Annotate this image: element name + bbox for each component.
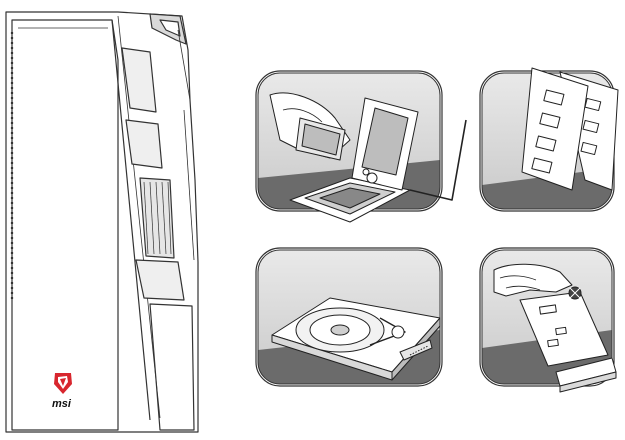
panel-storage	[256, 248, 442, 386]
panel-m2	[480, 248, 616, 392]
logo-text: msi	[52, 398, 72, 410]
memory-modules-icon	[522, 68, 618, 190]
panel-cpu	[256, 71, 466, 222]
pc-tower	[6, 12, 198, 432]
panel-memory	[480, 68, 618, 211]
